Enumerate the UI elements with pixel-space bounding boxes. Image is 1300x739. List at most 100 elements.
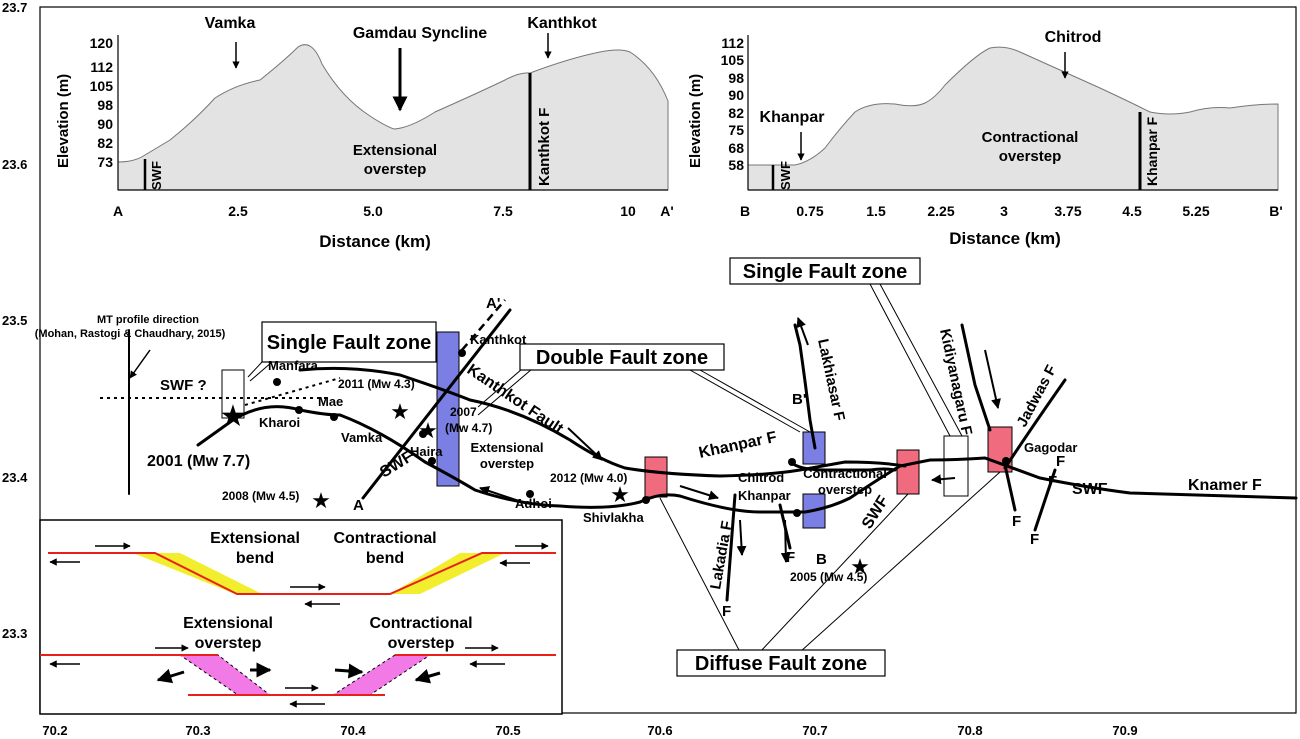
profile-b-y-tick: 68 <box>728 140 744 156</box>
label-point-b: B <box>816 551 827 568</box>
red-zone-box <box>896 449 920 495</box>
callout-double <box>519 343 725 371</box>
mt-arrow <box>129 349 151 379</box>
callout-leader <box>869 283 963 437</box>
town-dot <box>458 349 466 357</box>
motion-arrow <box>679 485 719 501</box>
fault-lakhiasar <box>793 323 817 450</box>
place-vamka: Vamka <box>205 15 256 32</box>
town-dot <box>1002 457 1010 465</box>
profile-b-y-tick: 58 <box>728 157 744 173</box>
profile-b-x-tick: 3 <box>1000 203 1008 219</box>
map-x-tick: 70.4 <box>340 723 366 738</box>
profile-b-start: B <box>740 203 750 219</box>
callout-single-left <box>261 321 437 363</box>
profile-a-y-tick: 112 <box>90 59 113 75</box>
profile-b-x-tick: 2.25 <box>927 203 954 219</box>
fault-kidiyanagaru <box>960 323 992 432</box>
swf-dotted-2 <box>244 377 341 406</box>
profile-b-x-tick: 4.5 <box>1122 203 1142 219</box>
epicenter-star: ★ <box>610 482 630 507</box>
label-knamer: Knamer F <box>1188 477 1262 494</box>
map-y-tick: 23.5 <box>2 313 27 328</box>
mt-label-1: MT profile direction <box>97 314 199 326</box>
label-double: Double Fault zone <box>536 347 708 369</box>
map-x-tick: 70.5 <box>495 723 520 738</box>
profile-b-x-tick: 1.5 <box>866 203 886 219</box>
profile-b-y-tick: 75 <box>728 122 744 138</box>
inset-con-bend-2: bend <box>366 550 404 567</box>
town-kanthkot: Kanthkot <box>470 332 527 347</box>
khanpar-fault-label: Khanpar F <box>1144 116 1160 186</box>
callout-leader <box>247 361 273 382</box>
profile-b-x-tick: 5.25 <box>1182 203 1209 219</box>
inset-panel: Extensional bend Contractional bend Exte… <box>39 519 563 715</box>
fault-lakadia <box>725 493 737 602</box>
place-khanpar-profile: Khanpar <box>760 109 825 126</box>
map-y-tick: 23.6 <box>2 157 27 172</box>
place-chitrod: Chitrod <box>1045 29 1102 46</box>
town-mae: Mae <box>318 394 343 409</box>
inset-ext-bend-1: Extensional <box>210 530 300 547</box>
overstep-a-2: overstep <box>364 161 427 178</box>
label-con-overstep-2: overstep <box>818 482 872 497</box>
profile-b-y-tick: 105 <box>721 52 745 68</box>
town-dot <box>273 378 281 386</box>
profile-b-x-label: Distance (km) <box>949 229 1060 248</box>
place-gamdau-syncline: Gamdau Syncline <box>353 25 487 42</box>
label-ext-overstep-2: overstep <box>480 456 534 471</box>
town-dot <box>428 457 436 465</box>
motion-arrow <box>780 519 791 563</box>
quake-2005-label: 2005 (Mw 4.5) <box>790 570 867 584</box>
town-chitrod: Chitrod <box>738 470 784 485</box>
label-single-right: Single Fault zone <box>743 261 907 283</box>
label-swf-map: SWF <box>1072 481 1108 498</box>
overstep-b-1: Contractional <box>982 129 1079 146</box>
fault-kanthkot <box>298 366 907 478</box>
fault-east-f <box>1033 468 1057 532</box>
label-point-b2: B' <box>792 391 806 408</box>
inset-con-bend-1: Contractional <box>333 530 436 547</box>
white-zone-box <box>943 435 969 497</box>
motion-arrow <box>931 474 956 485</box>
swf-question: SWF ? <box>160 377 207 394</box>
epicenter-star: ★ <box>390 399 410 424</box>
map-y-tick: 23.3 <box>2 626 27 641</box>
profile-a-y-tick: 98 <box>97 97 113 113</box>
profile-line-a-dash <box>461 299 506 351</box>
swf-label-b: SWF <box>778 161 793 190</box>
profile-a-y-tick: 90 <box>97 116 113 132</box>
profile-a-y-tick: 105 <box>90 78 114 94</box>
profile-a-y-label: Elevation (m) <box>55 74 72 168</box>
map-x-tick: 70.9 <box>1112 723 1137 738</box>
inset-con-ov-1: Contractional <box>369 615 472 632</box>
town-manfara: Manfara <box>268 358 319 373</box>
town-dot <box>295 406 303 414</box>
swf-label-a: SWF <box>149 161 164 190</box>
profile-b-y-tick: 90 <box>728 87 744 103</box>
red-zone-box <box>644 456 668 498</box>
profile-b-y-tick: 112 <box>721 35 744 51</box>
callout-leader <box>477 368 533 416</box>
quake-2008-label: 2008 (Mw 4.5) <box>222 489 299 503</box>
label-swf-map: SWF <box>859 493 892 532</box>
quake-2001-label: 2001 (Mw 7.7) <box>147 453 250 470</box>
label-f: F <box>722 603 731 620</box>
inset-con-ov-2: overstep <box>388 635 455 652</box>
profile-a-end: A' <box>660 203 673 219</box>
profile-a-x-tick: 7.5 <box>493 203 513 219</box>
callout-diffuse <box>676 649 886 677</box>
label-con-overstep-1: Contractional <box>803 466 887 481</box>
profile-a-y-tick: 73 <box>97 154 113 170</box>
profile-a-y-tick: 82 <box>97 135 113 151</box>
town-gagodar: Gagodar <box>1024 440 1077 455</box>
town-kharoi: Kharoi <box>259 415 300 430</box>
fault-khanpar <box>788 460 897 472</box>
map-x-tick: 70.3 <box>185 723 210 738</box>
map-x-tick: 70.7 <box>802 723 827 738</box>
profile-b-y-tick: 98 <box>728 70 744 86</box>
epicenter-star: ★ <box>850 554 870 579</box>
quake-2007-label-1: 2007 <box>450 405 477 419</box>
profile-a-x-tick: 5.0 <box>363 203 383 219</box>
profile-b-y-label: Elevation (m) <box>687 74 704 168</box>
